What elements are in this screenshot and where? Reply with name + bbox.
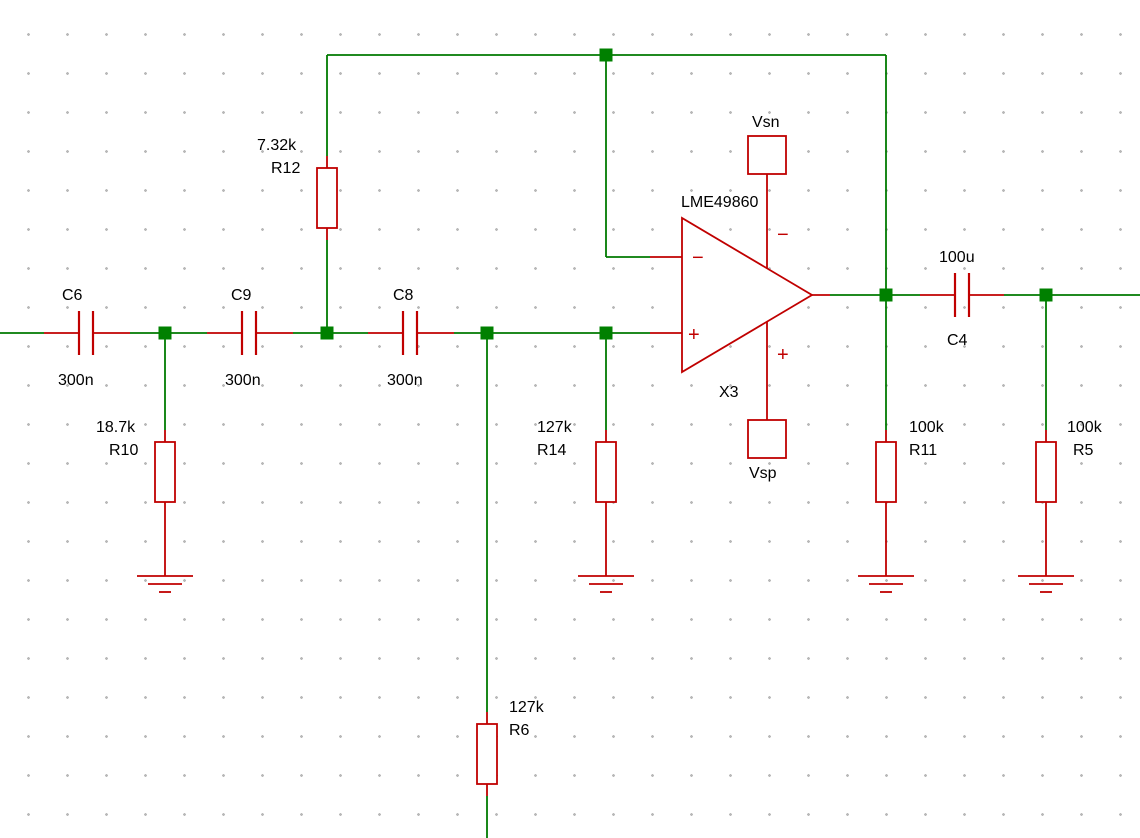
wires: [0, 54, 1140, 838]
component-ref-label: R6: [509, 722, 530, 739]
component-value-label: 100u: [939, 249, 975, 266]
component-value-label: 100k: [1067, 419, 1103, 436]
capacitor-c8[interactable]: C8 300n: [368, 287, 454, 389]
component-value-label: 300n: [387, 372, 423, 389]
capacitor-c6[interactable]: C6 300n: [44, 287, 130, 389]
ground-symbol-r10[interactable]: [137, 575, 193, 593]
resistor-r6[interactable]: 127k R6: [476, 699, 545, 796]
opamp-ref-label: X3: [719, 384, 739, 401]
port-box: [747, 135, 787, 175]
resistor-r5[interactable]: 100k R5: [1035, 419, 1103, 576]
component-ref-label: C4: [947, 332, 968, 349]
junction-node: [480, 326, 494, 340]
inverting-input-sign: −: [692, 247, 704, 269]
component-ref-label: R12: [271, 160, 300, 177]
resistor-r11[interactable]: 100k R11: [875, 419, 945, 576]
pos-supply-sign: +: [777, 344, 789, 366]
resistor-r12[interactable]: 7.32k R12: [257, 137, 338, 240]
opamp-x3[interactable]: − + − + LME49860 X3: [650, 174, 830, 420]
port-vsp[interactable]: Vsp: [747, 419, 787, 482]
junction-node: [599, 48, 613, 62]
port-box: [747, 419, 787, 459]
resistor-body: [476, 723, 498, 785]
component-ref-label: R11: [909, 442, 937, 459]
junction-node: [1039, 288, 1053, 302]
junction-node: [320, 326, 334, 340]
component-ref-label: C6: [62, 287, 83, 304]
opamp-triangle: [681, 216, 814, 374]
resistor-r10[interactable]: 18.7k R10: [96, 419, 176, 576]
component-ref-label: R10: [109, 442, 138, 459]
component-ref-label: C9: [231, 287, 252, 304]
capacitor-c4[interactable]: 100u C4: [920, 249, 1004, 349]
resistor-body: [316, 167, 338, 229]
junction-nodes: [158, 48, 1053, 340]
junction-node: [158, 326, 172, 340]
component-value-label: 100k: [909, 419, 945, 436]
component-value-label: 127k: [537, 419, 573, 436]
port-label: Vsn: [752, 114, 780, 131]
component-ref-label: C8: [393, 287, 414, 304]
port-vsn[interactable]: Vsn: [747, 114, 787, 175]
resistor-body: [595, 441, 617, 503]
ground-symbol-r11[interactable]: [858, 575, 914, 593]
component-value-label: 18.7k: [96, 419, 136, 436]
resistor-r14[interactable]: 127k R14: [537, 419, 617, 576]
noninverting-input-sign: +: [688, 324, 700, 346]
ground-symbol-r14[interactable]: [578, 575, 634, 593]
component-value-label: 7.32k: [257, 137, 297, 154]
capacitor-c9[interactable]: C9 300n: [207, 287, 293, 389]
component-ref-label: R5: [1073, 442, 1094, 459]
component-value-label: 300n: [58, 372, 94, 389]
opamp-part-label: LME49860: [681, 194, 758, 211]
neg-supply-sign: −: [777, 224, 789, 246]
component-value-label: 127k: [509, 699, 545, 716]
resistor-body: [875, 441, 897, 503]
ground-symbol-r5[interactable]: [1018, 575, 1074, 593]
component-ref-label: R14: [537, 442, 566, 459]
port-label: Vsp: [749, 465, 777, 482]
junction-node: [879, 288, 893, 302]
resistor-body: [1035, 441, 1057, 503]
junction-node: [599, 326, 613, 340]
component-value-label: 300n: [225, 372, 261, 389]
resistor-body: [154, 441, 176, 503]
